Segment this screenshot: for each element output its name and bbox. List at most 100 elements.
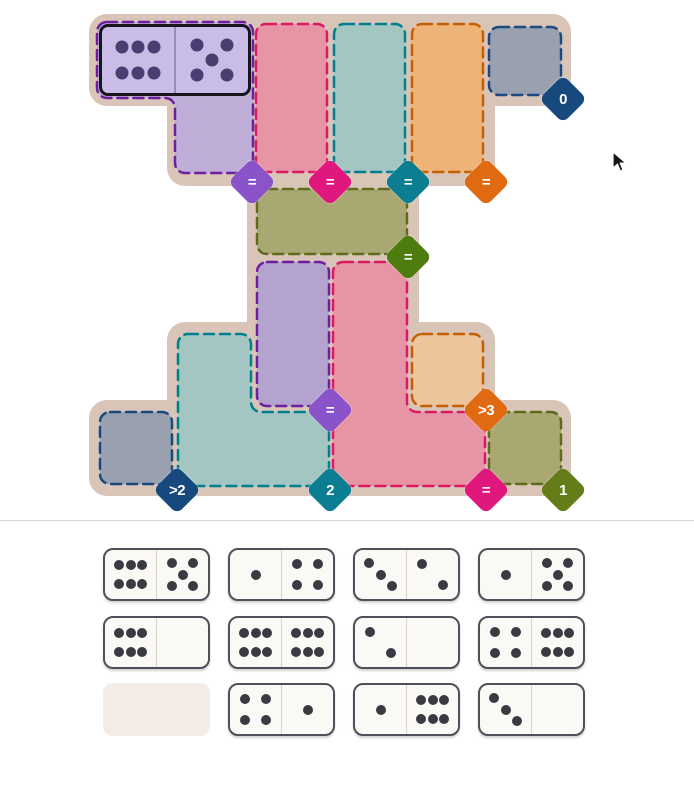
pip	[427, 713, 438, 724]
tray-domino-6-5[interactable]	[103, 548, 210, 601]
tray-domino-3-2[interactable]	[353, 548, 460, 601]
pip	[115, 40, 129, 54]
pip	[312, 580, 323, 591]
pip	[500, 569, 511, 580]
domino-half-right	[532, 550, 583, 599]
pip	[541, 628, 552, 639]
pip	[261, 646, 272, 657]
pip	[438, 713, 449, 724]
tray-row-3	[103, 683, 585, 736]
pip	[386, 581, 397, 592]
domino-half-left	[105, 550, 157, 599]
pip	[416, 713, 427, 724]
pip	[489, 692, 500, 703]
region-pink-top[interactable]	[254, 22, 329, 174]
pip	[220, 68, 234, 82]
pip	[511, 716, 522, 727]
pip	[365, 626, 376, 637]
pip	[240, 715, 251, 726]
domino-half-right	[282, 618, 333, 667]
domino-half-left	[480, 685, 532, 734]
constraint-badge-equal: =	[305, 385, 355, 435]
pip	[552, 646, 563, 657]
pip	[136, 560, 147, 571]
tray-domino-4-6[interactable]	[478, 616, 585, 669]
pip	[260, 715, 271, 726]
domino-half-right	[157, 550, 208, 599]
pip	[125, 646, 136, 657]
domino-half-left	[230, 685, 282, 734]
constraint-badge-one: 1	[538, 465, 588, 515]
domino-half-left	[480, 550, 532, 599]
region-orange-bottom[interactable]	[410, 332, 485, 408]
pip	[125, 628, 136, 639]
pip	[292, 558, 303, 569]
pip	[205, 53, 219, 67]
mouse-cursor-icon	[612, 151, 628, 172]
pip	[131, 40, 145, 54]
pip	[375, 704, 386, 715]
region-purple-middle[interactable]	[255, 260, 331, 408]
pip	[147, 66, 161, 80]
domino-half-left	[105, 618, 157, 667]
pip	[136, 578, 147, 589]
domino-half-right	[157, 618, 208, 667]
placed-domino[interactable]	[99, 24, 251, 96]
constraint-badge-zero: 0	[538, 74, 588, 124]
region-teal-top[interactable]	[332, 22, 407, 174]
tray-domino-6-6[interactable]	[228, 616, 335, 669]
pip	[114, 628, 125, 639]
pip	[510, 626, 521, 637]
pip	[302, 704, 313, 715]
pip	[147, 40, 161, 54]
pip	[250, 569, 261, 580]
domino-half-right	[407, 685, 458, 734]
pip	[541, 580, 552, 591]
pip	[177, 569, 188, 580]
constraint-badge-equal: =	[383, 157, 433, 207]
domino-half-left	[230, 550, 282, 599]
pip	[313, 646, 324, 657]
tray-domino-2-0[interactable]	[353, 616, 460, 669]
empty-tray-slot	[103, 683, 210, 736]
pip	[364, 557, 375, 568]
pip	[239, 628, 250, 639]
pip	[552, 628, 563, 639]
domino-half-left	[355, 685, 407, 734]
pip	[131, 66, 145, 80]
region-gray-bottom-left[interactable]	[98, 410, 174, 486]
domino-half-right	[176, 27, 248, 93]
pip	[166, 580, 177, 591]
pip	[427, 695, 438, 706]
tray-domino-4-1[interactable]	[228, 683, 335, 736]
region-gray-top-right[interactable]	[487, 25, 563, 97]
tray-domino-1-4[interactable]	[228, 548, 335, 601]
constraint-badge-equal: =	[383, 232, 433, 282]
region-orange-top[interactable]	[410, 22, 485, 174]
pip	[438, 695, 449, 706]
pip	[190, 68, 204, 82]
pip	[490, 648, 501, 659]
domino-half-right	[532, 618, 583, 667]
pip	[260, 693, 271, 704]
pip	[541, 646, 552, 657]
tray-domino-1-5[interactable]	[478, 548, 585, 601]
pip	[250, 628, 261, 639]
region-olive-bottom[interactable]	[487, 410, 563, 486]
domino-half-left	[230, 618, 282, 667]
tray-domino-3-0[interactable]	[478, 683, 585, 736]
pip	[510, 648, 521, 659]
constraint-badge-equal: =	[227, 157, 277, 207]
pip	[250, 646, 261, 657]
constraint-badge-greater-3: >3	[461, 385, 511, 435]
tray-domino-6-0[interactable]	[103, 616, 210, 669]
domino-half-right	[407, 618, 458, 667]
pip	[115, 66, 129, 80]
pip	[136, 646, 147, 657]
tray-domino-1-6[interactable]	[353, 683, 460, 736]
pip	[292, 580, 303, 591]
pip	[313, 628, 324, 639]
pip	[563, 628, 574, 639]
tray-row-1	[103, 548, 585, 601]
